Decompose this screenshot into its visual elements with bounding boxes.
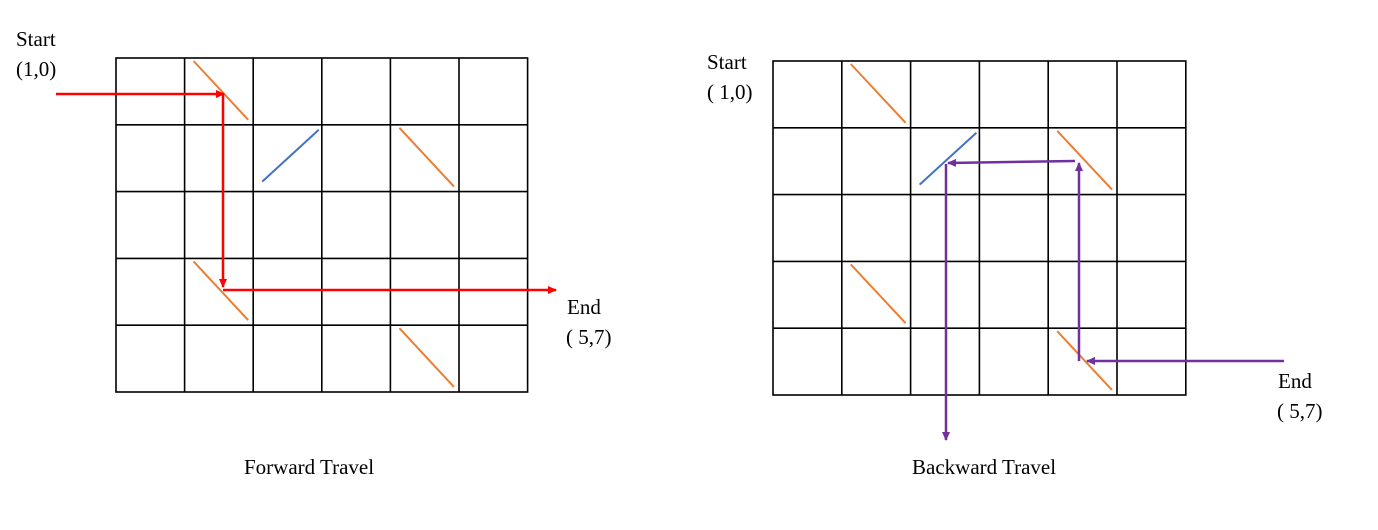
mirror-slash bbox=[261, 129, 320, 183]
forward-grid-diagram bbox=[56, 57, 557, 393]
mirror-backslash bbox=[398, 327, 455, 388]
end-coordinate: ( 5,7) bbox=[566, 325, 612, 349]
start-label: Start bbox=[707, 50, 747, 74]
mirror-backslash bbox=[192, 60, 249, 121]
forward-path bbox=[56, 90, 557, 294]
end-coordinate: ( 5,7) bbox=[1277, 399, 1323, 423]
mirror-backslash bbox=[850, 263, 907, 324]
end-label: End bbox=[567, 295, 601, 319]
mirror-backslash bbox=[1056, 130, 1113, 191]
caption: Forward Travel bbox=[244, 455, 375, 479]
backward-travel-panel: Start ( 1,0) End ( 5,7) Backward Travel bbox=[690, 0, 1378, 530]
mirror-backslash bbox=[398, 127, 455, 188]
mirror-backslash bbox=[1056, 330, 1113, 391]
start-label: Start bbox=[16, 27, 56, 51]
grid bbox=[115, 57, 529, 393]
grid bbox=[772, 60, 1187, 396]
mirror-backslash bbox=[192, 260, 249, 321]
backward-path bbox=[942, 158, 1284, 441]
start-coordinate: (1,0) bbox=[16, 57, 57, 81]
end-label: End bbox=[1278, 369, 1312, 393]
mirror-backslash bbox=[850, 63, 907, 124]
start-coordinate: ( 1,0) bbox=[707, 80, 753, 104]
mirrors bbox=[850, 63, 1113, 391]
mirrors bbox=[192, 60, 455, 388]
caption: Backward Travel bbox=[912, 455, 1057, 479]
path-segment-left bbox=[947, 158, 1076, 167]
forward-travel-panel: Start (1,0) End ( 5,7) Forward Travel bbox=[0, 0, 640, 530]
mirror-slash bbox=[918, 132, 978, 186]
backward-grid-diagram bbox=[772, 60, 1284, 441]
